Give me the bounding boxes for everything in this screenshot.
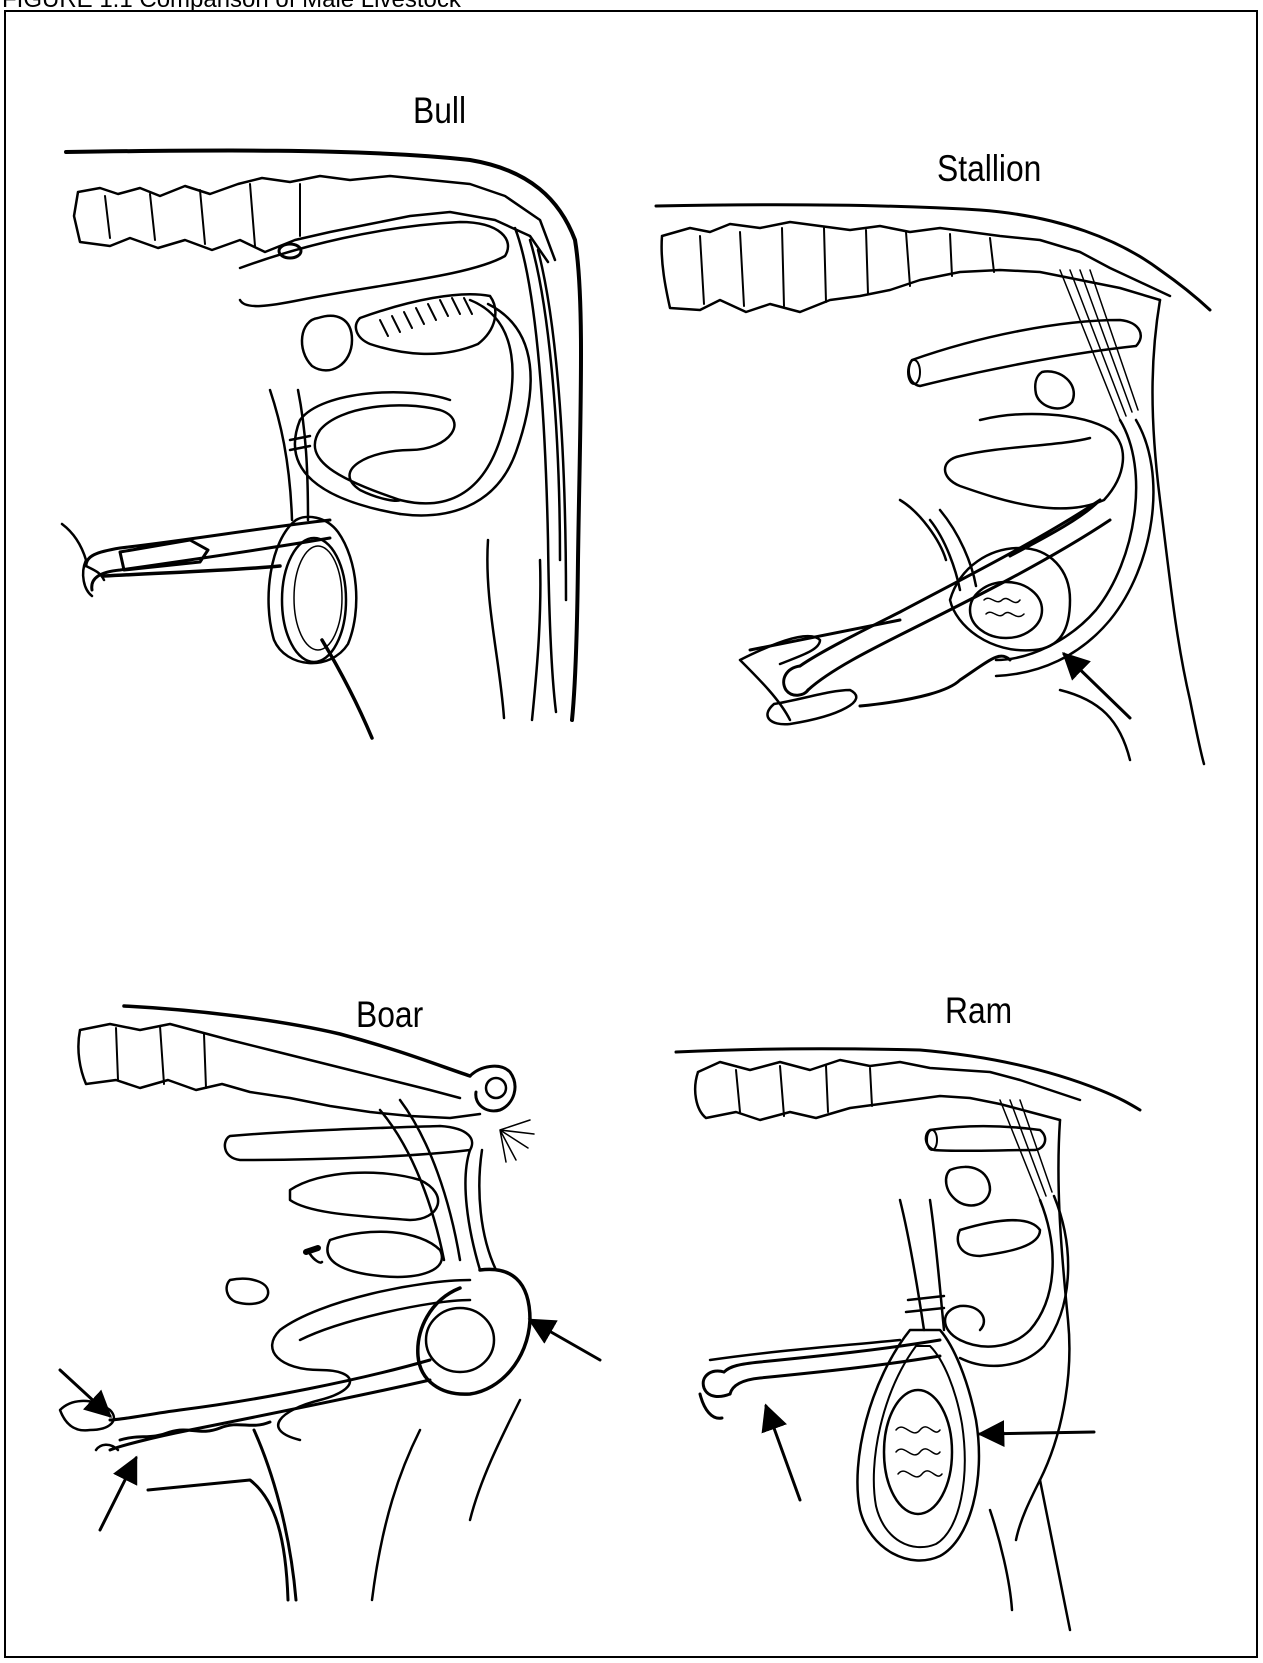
boar-spermatic-band	[306, 1248, 318, 1252]
boar-preputial-diverticulum	[227, 1254, 322, 1304]
boar-tail-hair	[500, 1120, 534, 1162]
bull-vertebrae	[105, 184, 300, 246]
stallion-retractor-muscle	[1060, 270, 1138, 420]
boar-vertebrae	[116, 1026, 206, 1088]
boar-leg-front	[148, 1430, 296, 1600]
ram-illustration	[676, 1049, 1140, 1630]
ram-rump	[1016, 1120, 1069, 1540]
boar-illustration	[60, 1006, 600, 1600]
bull-prepuce	[62, 524, 104, 596]
ram-testis-texture	[896, 1427, 942, 1477]
boar-bulbourethral	[290, 1173, 438, 1220]
ram-arrow-penis	[766, 1406, 800, 1500]
boar-leg-rear	[372, 1400, 520, 1600]
stallion-rectum	[909, 320, 1141, 386]
bull-pelvic-urethra	[400, 300, 531, 515]
boar-tail-coil	[470, 1066, 515, 1111]
boar-spine	[78, 1024, 480, 1118]
bull-testis-inner	[294, 546, 342, 650]
boar-seminal-vesicle	[327, 1232, 441, 1277]
ram-glans	[700, 1371, 730, 1418]
stallion-glans	[784, 666, 808, 695]
boar-arrow-penis	[100, 1458, 136, 1530]
boar-rectum	[225, 1126, 472, 1160]
bull-accessory-gland	[380, 298, 472, 336]
stallion-testis	[970, 582, 1042, 638]
ram-urethra	[960, 1196, 1068, 1366]
bull-sigmoid-flexure	[295, 392, 455, 514]
stallion-penis	[800, 500, 1110, 690]
bull-spine	[74, 176, 555, 262]
stallion-vertebrae	[700, 228, 994, 306]
ram-bladder	[946, 1167, 990, 1206]
ram-sigmoid	[945, 1306, 984, 1340]
boar-back-line	[124, 1006, 470, 1076]
stallion-testis-texture	[984, 598, 1024, 616]
boar-arrow-prepuce	[60, 1370, 110, 1416]
stallion-arrow	[1064, 654, 1130, 718]
boar-prepuce	[60, 1401, 118, 1450]
bull-testis	[282, 538, 346, 662]
stallion-rump	[1153, 300, 1205, 764]
ram-arrow-scrotum	[980, 1432, 1094, 1434]
ram-testis	[884, 1390, 952, 1514]
bull-hind-leg	[487, 540, 540, 720]
stallion-hind-leg	[1060, 690, 1130, 760]
boar-testis	[426, 1308, 494, 1372]
bull-illustration	[62, 150, 581, 738]
bull-tail	[515, 228, 566, 712]
ram-spine	[695, 1060, 1080, 1120]
stallion-bladder	[1035, 371, 1074, 408]
bull-bladder	[302, 316, 352, 371]
ram-seminal-vesicle	[958, 1220, 1040, 1256]
boar-scrotum	[418, 1269, 530, 1394]
boar-sigmoid	[272, 1280, 470, 1440]
ram-spermatic-cord	[900, 1200, 944, 1330]
boar-tail-ring	[486, 1078, 506, 1098]
ram-penis	[724, 1340, 940, 1394]
boar-arrow-back	[530, 1320, 600, 1360]
bull-spermatic-cord	[270, 390, 310, 520]
stallion-illustration	[656, 205, 1210, 764]
boar-penis	[110, 1360, 430, 1450]
ram-rectum-end	[927, 1130, 937, 1150]
stallion-back-line	[656, 205, 1210, 310]
